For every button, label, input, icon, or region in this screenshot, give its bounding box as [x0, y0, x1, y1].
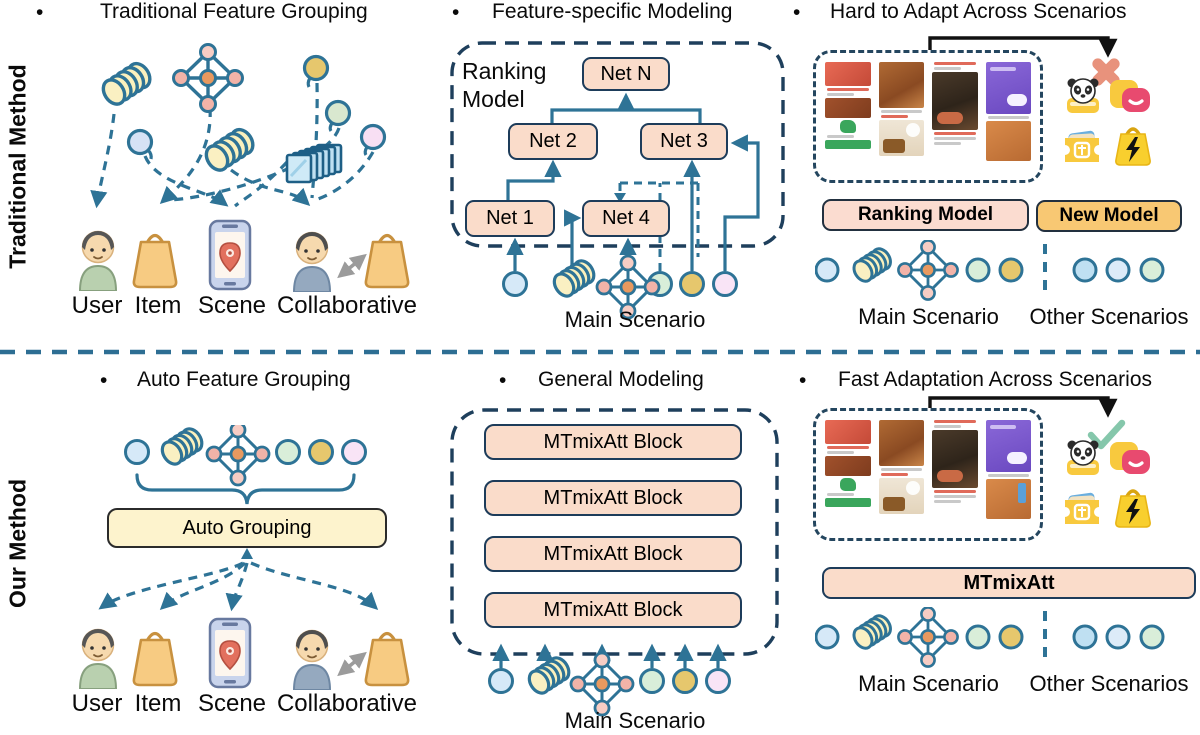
user-icon	[78, 230, 118, 291]
bullet: •	[36, 1, 44, 24]
user-icon	[78, 628, 118, 689]
main-scenario-label: Main Scenario	[564, 708, 706, 733]
panda-app-icon	[1067, 440, 1099, 475]
panda-app-icon	[1067, 78, 1099, 113]
feature-group-label-collaborative: Collaborative	[276, 690, 418, 717]
app-screenshot-column	[876, 418, 926, 531]
sequence-feature-icon	[204, 127, 255, 172]
collaborative-bag-icon	[364, 233, 410, 289]
scenario-features-row	[815, 607, 1165, 668]
scene-phone-icon	[208, 219, 252, 291]
auto-grouping-features	[124, 425, 367, 505]
main-scenario-label: Main Scenario	[858, 671, 999, 696]
cross-fail-icon	[1092, 58, 1120, 86]
image-stack-feature-icon	[285, 143, 343, 184]
general-model-dashed-box	[450, 408, 779, 656]
scattered-features-panel	[90, 43, 387, 209]
net-3-box: Net 3	[640, 123, 728, 160]
collaborative-user-icon	[292, 231, 332, 292]
feature-group-label-collaborative: Collaborative	[276, 292, 418, 319]
mtmixatt-block-4: MTmixAtt Block	[484, 592, 742, 628]
net-4-box: Net 4	[582, 200, 670, 237]
collaborative-bag-icon	[364, 631, 410, 687]
mtmixatt-model-box: MTmixAtt	[822, 567, 1196, 599]
scenario-features-row	[815, 240, 1165, 301]
feature-group-label-scene: Scene	[197, 292, 267, 319]
auto-grouping-box: Auto Grouping	[107, 508, 387, 548]
app-screenshot-column	[823, 60, 873, 173]
item-bag-icon	[132, 631, 178, 687]
scalar-feature-icons	[126, 54, 387, 160]
group-ticket-app-icon	[1065, 492, 1099, 524]
heading-traditional-feature-grouping: Traditional Feature Grouping	[100, 0, 368, 23]
bullet: •	[499, 369, 507, 392]
ranking-model-title: Ranking Model	[462, 58, 547, 113]
general-modeling-wiring	[450, 408, 779, 717]
bullet: •	[793, 1, 801, 24]
other-scenarios-label: Other Scenarios	[1029, 671, 1189, 696]
method-divider-dashed-line	[0, 349, 1200, 355]
app-screenshot-column	[983, 418, 1033, 531]
main-scenario-label: Main Scenario	[564, 307, 706, 332]
mtmixatt-block-1: MTmixAtt Block	[484, 424, 742, 460]
reuse-attempt-black-arrow	[928, 36, 1118, 60]
bullet: •	[799, 369, 807, 392]
net-1-box: Net 1	[465, 200, 555, 237]
heading-auto-feature-grouping: Auto Feature Grouping	[137, 368, 351, 391]
heading-fast-adaptation: Fast Adaptation Across Scenarios	[838, 368, 1153, 391]
interaction-double-arrow-icon	[337, 651, 367, 677]
main-scenario-screenshots-box	[813, 408, 1043, 541]
smile-app-icon	[1110, 442, 1150, 474]
item-bag-icon	[132, 233, 178, 289]
bullet: •	[452, 1, 460, 24]
our-method-side-label: Our Method	[4, 478, 31, 609]
heading-feature-specific-modeling: Feature-specific Modeling	[492, 0, 733, 23]
app-screenshot-column	[876, 60, 926, 173]
flash-bag-app-icon	[1115, 127, 1151, 166]
heading-hard-to-adapt: Hard to Adapt Across Scenarios	[830, 0, 1127, 23]
group-ticket-app-icon	[1065, 130, 1099, 162]
heading-general-modeling: General Modeling	[538, 368, 704, 391]
graph-feature-icon	[595, 254, 661, 320]
main-scenario-screenshots-box	[813, 50, 1043, 183]
sequence-feature-icon	[101, 61, 152, 106]
other-scenarios-label: Other Scenarios	[1029, 304, 1189, 329]
flash-bag-app-icon	[1115, 489, 1151, 528]
interaction-double-arrow-icon	[337, 253, 367, 279]
scene-phone-icon	[208, 617, 252, 689]
check-success-icon	[1087, 419, 1126, 450]
feature-group-label-user: User	[71, 690, 123, 717]
feature-group-label-user: User	[71, 292, 123, 319]
net-n-box: Net N	[582, 57, 670, 91]
bullet: •	[100, 369, 108, 392]
feature-group-label-item: Item	[134, 292, 182, 319]
main-scenario-label: Main Scenario	[858, 304, 999, 329]
collaborative-user-icon	[292, 629, 332, 690]
graph-feature-icon	[172, 43, 244, 113]
feature-group-label-scene: Scene	[197, 690, 267, 717]
app-screenshot-column	[983, 60, 1033, 173]
app-screenshot-column	[930, 60, 980, 173]
traditional-method-side-label: Traditional Method	[4, 64, 31, 269]
net-2-box: Net 2	[508, 123, 598, 160]
ranking-model-wiring	[450, 41, 785, 320]
sequence-feature-icon	[552, 259, 596, 298]
smile-app-icon	[1110, 80, 1150, 112]
auto-grouping-fanout-arrows	[98, 548, 379, 612]
ranking-model-reuse-box: Ranking Model	[822, 199, 1029, 231]
grouping-brace	[135, 473, 356, 505]
app-screenshot-column	[823, 418, 873, 531]
app-screenshot-column	[930, 418, 980, 531]
feature-group-label-item: Item	[134, 690, 182, 717]
new-model-box: New Model	[1036, 200, 1182, 232]
mtmixatt-block-2: MTmixAtt Block	[484, 480, 742, 516]
ranking-model-dashed-box	[450, 41, 785, 248]
mtmixatt-block-3: MTmixAtt Block	[484, 536, 742, 572]
